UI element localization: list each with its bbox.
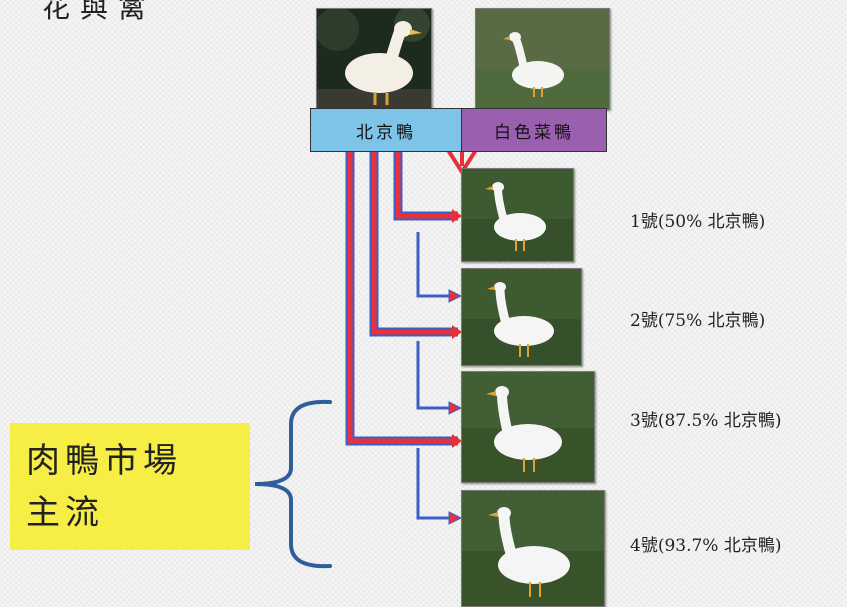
curly-brace-icon: [254, 399, 332, 569]
page-title-fragment: 花與禽: [42, 0, 157, 24]
generation-2-photo: [461, 268, 582, 366]
pekin-duck-box: 北京鴨: [310, 108, 462, 152]
arrowhead-gen3: [452, 434, 462, 448]
arrowhead-gen1: [452, 209, 462, 223]
generation-1-label: 1號(50% 北京鴨): [630, 212, 766, 232]
generation-1-photo: [461, 168, 574, 262]
generation-4-photo: [461, 490, 605, 607]
generation-3-label: 3號(87.5% 北京鴨): [630, 411, 782, 431]
white-duck-box: 白色菜鴨: [461, 108, 607, 152]
generation-2-label: 2號(75% 北京鴨): [630, 311, 766, 331]
generation-4-label: 4號(93.7% 北京鴨): [630, 536, 782, 556]
pekin-duck-photo: [316, 8, 432, 110]
market-label-line2: 主流: [26, 493, 104, 533]
generation-3-photo: [461, 371, 595, 483]
white-duck-photo: [475, 8, 610, 110]
market-mainstream-label: 肉鴨市場 主流: [10, 423, 250, 550]
market-label-line1: 肉鴨市場: [26, 441, 182, 481]
arrowhead-gen2: [452, 325, 462, 339]
